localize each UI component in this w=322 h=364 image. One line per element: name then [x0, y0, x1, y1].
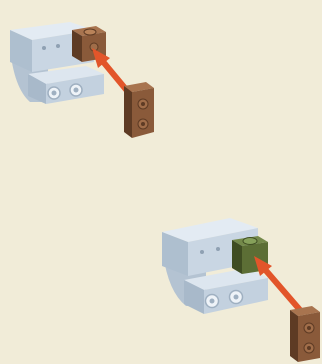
brown-plate-2: [290, 306, 320, 362]
brown-plate-1: [124, 82, 154, 138]
step-1-assembly: [10, 22, 154, 138]
step-2-assembly: [162, 218, 320, 362]
